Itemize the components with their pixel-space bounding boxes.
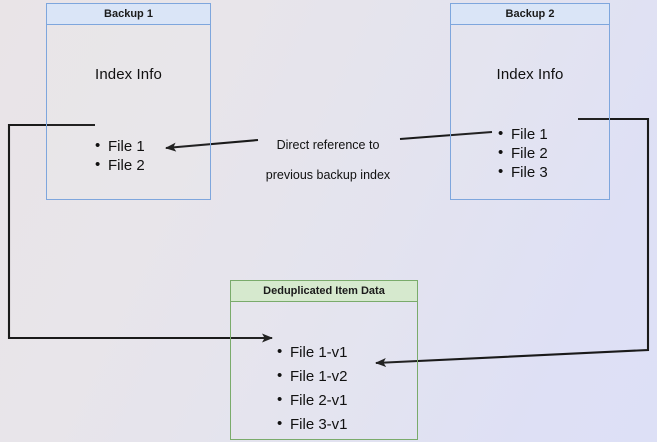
deduplicated-file-list: File 1-v1 File 1-v2 File 2-v1 File 3-v1: [275, 340, 348, 437]
edge-label-direct-reference: Direct reference to previous backup inde…: [247, 123, 409, 198]
node-backup-1-body: Index Info File 1 File 2: [47, 25, 210, 199]
node-deduplicated-item-data[interactable]: Deduplicated Item Data File 1-v1 File 1-…: [230, 280, 418, 440]
list-item: File 3-v1: [275, 412, 348, 437]
list-item: File 2: [93, 155, 145, 175]
list-item: File 1: [496, 124, 548, 144]
list-item: File 2: [496, 143, 548, 163]
list-item: File 1-v1: [275, 340, 348, 365]
list-item: File 3: [496, 162, 548, 182]
node-backup-2-body: Index Info File 1 File 2 File 3: [451, 25, 609, 199]
node-backup-1-title: Backup 1: [47, 4, 210, 25]
list-item: File 1-v2: [275, 364, 348, 389]
node-deduplicated-item-data-body: File 1-v1 File 1-v2 File 2-v1 File 3-v1: [231, 302, 417, 439]
node-backup-2-title: Backup 2: [451, 4, 609, 25]
list-item: File 1: [93, 136, 145, 156]
node-backup-1[interactable]: Backup 1 Index Info File 1 File 2: [46, 3, 211, 200]
backup-2-file-list: File 1 File 2 File 3: [496, 124, 548, 182]
backup-1-file-list: File 1 File 2: [93, 136, 145, 175]
edge-label-line-1: Direct reference to: [276, 138, 380, 152]
backup-1-index-info-label: Index Info: [95, 66, 162, 83]
node-backup-2[interactable]: Backup 2 Index Info File 1 File 2 File 3: [450, 3, 610, 200]
edge-label-line-2: previous backup index: [265, 168, 391, 182]
node-deduplicated-item-data-title: Deduplicated Item Data: [231, 281, 417, 302]
list-item: File 2-v1: [275, 388, 348, 413]
backup-2-index-info-label: Index Info: [496, 66, 564, 83]
